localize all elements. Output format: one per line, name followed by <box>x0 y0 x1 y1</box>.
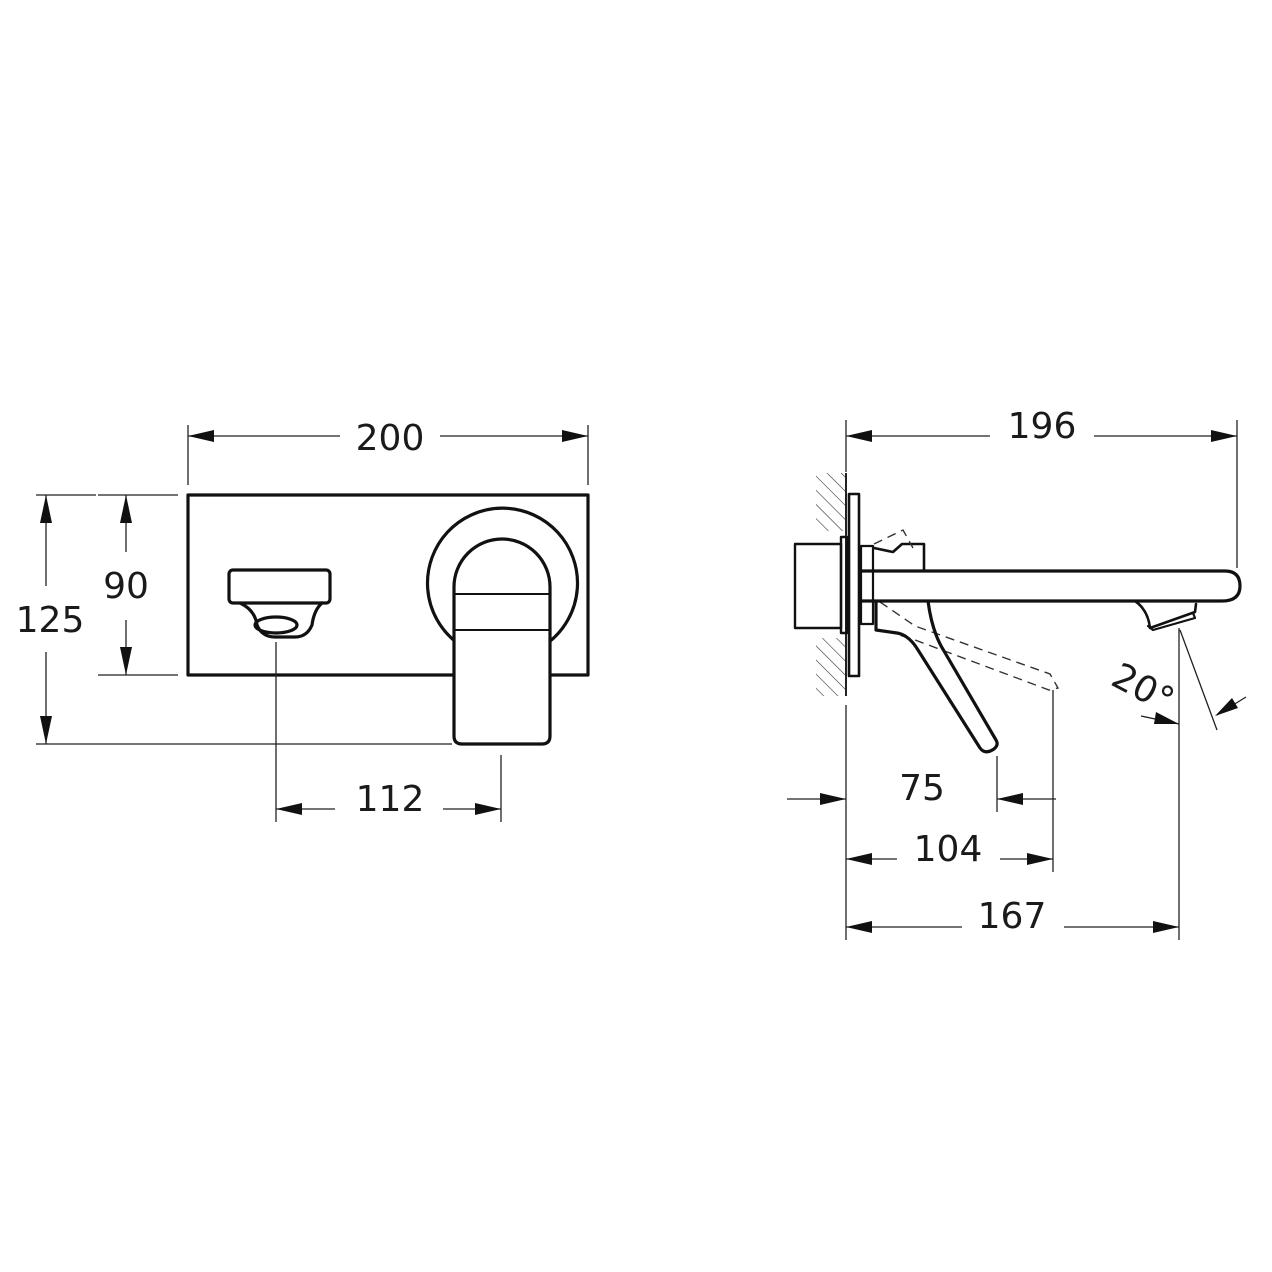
dim-handle-clearance-75: 75 <box>787 705 1056 940</box>
wall-section <box>816 473 847 696</box>
handle-rosette <box>425 506 580 644</box>
dim-label-200: 200 <box>356 418 425 459</box>
handle-alternate-position <box>873 529 1060 691</box>
side-view: 196 75 104 167 <box>787 406 1247 940</box>
wall-plate <box>186 493 590 677</box>
dim-outlet-projection-167: 167 <box>846 628 1180 940</box>
dim-label-167: 167 <box>978 896 1047 937</box>
dim-overall-height-125: 125 <box>16 494 452 745</box>
dim-handle-reach-104: 104 <box>846 690 1054 872</box>
dim-label-112: 112 <box>356 779 425 820</box>
handle-lever-front <box>452 537 552 746</box>
dim-projection-196: 196 <box>845 406 1238 568</box>
dim-label-90: 90 <box>103 566 149 607</box>
dim-width-200: 200 <box>187 418 589 485</box>
spout-outlet-front <box>227 568 332 639</box>
dim-label-75: 75 <box>899 768 945 809</box>
dim-spout-handle-112: 112 <box>275 642 502 822</box>
wall-plate-side <box>847 492 861 678</box>
dim-label-196: 196 <box>1008 406 1077 447</box>
dim-label-20-degrees: 20° <box>1105 656 1181 722</box>
dim-plate-height-90: 90 <box>98 494 178 676</box>
dim-outlet-angle-20: 20° <box>1105 629 1247 731</box>
dim-label-104: 104 <box>914 829 983 870</box>
handle-lever-side <box>874 599 999 754</box>
concealed-body <box>793 542 843 630</box>
dim-label-125: 125 <box>16 600 85 641</box>
front-view: 200 90 125 <box>16 418 590 822</box>
spout-side <box>859 569 1242 632</box>
